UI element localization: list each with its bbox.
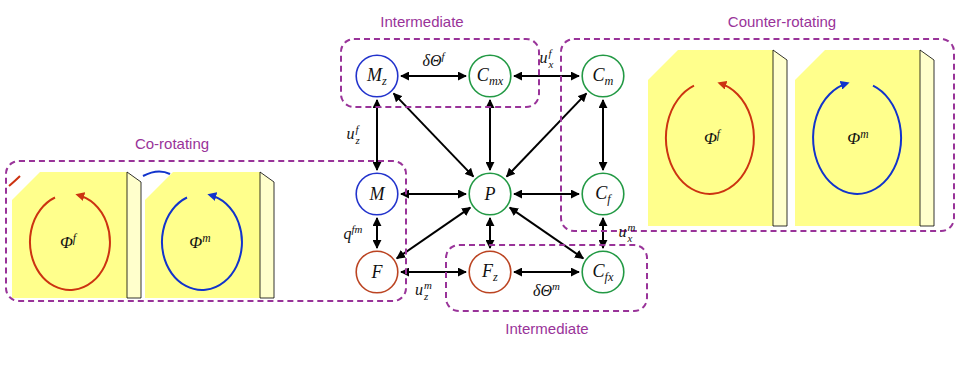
rotation-arrow xyxy=(666,83,754,194)
edge-label: qfm xyxy=(344,224,363,242)
rotation-arrow xyxy=(162,195,242,290)
edge-label: uxf xyxy=(540,48,554,71)
state-circle: Cm xyxy=(581,54,625,98)
double-arrow xyxy=(510,208,583,259)
edge-label: uxm xyxy=(619,222,636,245)
double-arrow xyxy=(514,271,579,273)
circle-shape xyxy=(582,251,624,293)
plate xyxy=(12,172,141,298)
state-symbol: Cf xyxy=(595,184,610,205)
circle-shape xyxy=(356,55,398,97)
plate xyxy=(145,172,274,298)
flux-label: Φf xyxy=(704,129,720,147)
state-circle: P xyxy=(468,172,512,216)
double-arrow xyxy=(401,75,466,77)
state-symbol: M xyxy=(370,185,385,203)
group-heading: Counter-rotating xyxy=(728,13,836,30)
state-symbol: Cm xyxy=(593,66,614,87)
state-symbol: Cfx xyxy=(593,262,614,283)
double-arrow xyxy=(397,208,470,259)
state-circle: Cmx xyxy=(468,54,512,98)
state-circle: M xyxy=(355,172,399,216)
circle-shape xyxy=(356,251,398,293)
state-symbol: Fz xyxy=(482,262,498,283)
double-arrow xyxy=(514,193,579,195)
state-symbol: F xyxy=(372,263,383,281)
group-region: IntermediateFzCfx xyxy=(445,244,648,312)
circle-shape xyxy=(469,173,511,215)
double-arrow xyxy=(514,75,579,77)
state-circle: Cfx xyxy=(581,250,625,294)
circle-shape xyxy=(582,173,624,215)
rotation-arrow xyxy=(813,83,901,194)
rotation-arrow xyxy=(30,195,110,290)
double-arrow xyxy=(394,93,474,176)
state-circle: F xyxy=(355,250,399,294)
edge-label: uzm xyxy=(415,280,432,303)
plate xyxy=(795,50,934,226)
state-symbol: P xyxy=(485,185,496,203)
partial-arrow xyxy=(143,171,170,176)
flux-label: Φm xyxy=(847,129,868,147)
edge-label: δΘm xyxy=(533,281,560,299)
group-heading: Intermediate xyxy=(380,13,463,30)
partial-arrow xyxy=(9,176,20,186)
state-circle: Fz xyxy=(468,250,512,294)
state-circle: Cf xyxy=(581,172,625,216)
double-arrow xyxy=(507,93,587,176)
state-circle: Mz xyxy=(355,54,399,98)
group-heading: Co-rotating xyxy=(135,135,209,152)
flux-label: Φm xyxy=(189,233,210,251)
double-arrow xyxy=(602,100,604,170)
plate xyxy=(648,50,787,226)
group-region: IntermediateMzCmx xyxy=(340,38,540,108)
double-arrow xyxy=(376,218,378,248)
group-heading: Intermediate xyxy=(505,320,588,337)
state-symbol: Mz xyxy=(367,66,387,87)
edge-label: δΘf xyxy=(422,51,444,69)
edge-label: uzf xyxy=(346,124,359,147)
circle-shape xyxy=(469,251,511,293)
flux-label: Φf xyxy=(60,233,76,251)
circle-shape xyxy=(356,173,398,215)
state-symbol: Cmx xyxy=(477,66,503,87)
double-arrow xyxy=(489,100,491,170)
circle-shape xyxy=(469,55,511,97)
double-arrow xyxy=(401,193,466,195)
double-arrow xyxy=(401,271,466,273)
group-region: Counter-rotatingCmCf xyxy=(560,38,955,232)
circle-shape xyxy=(582,55,624,97)
